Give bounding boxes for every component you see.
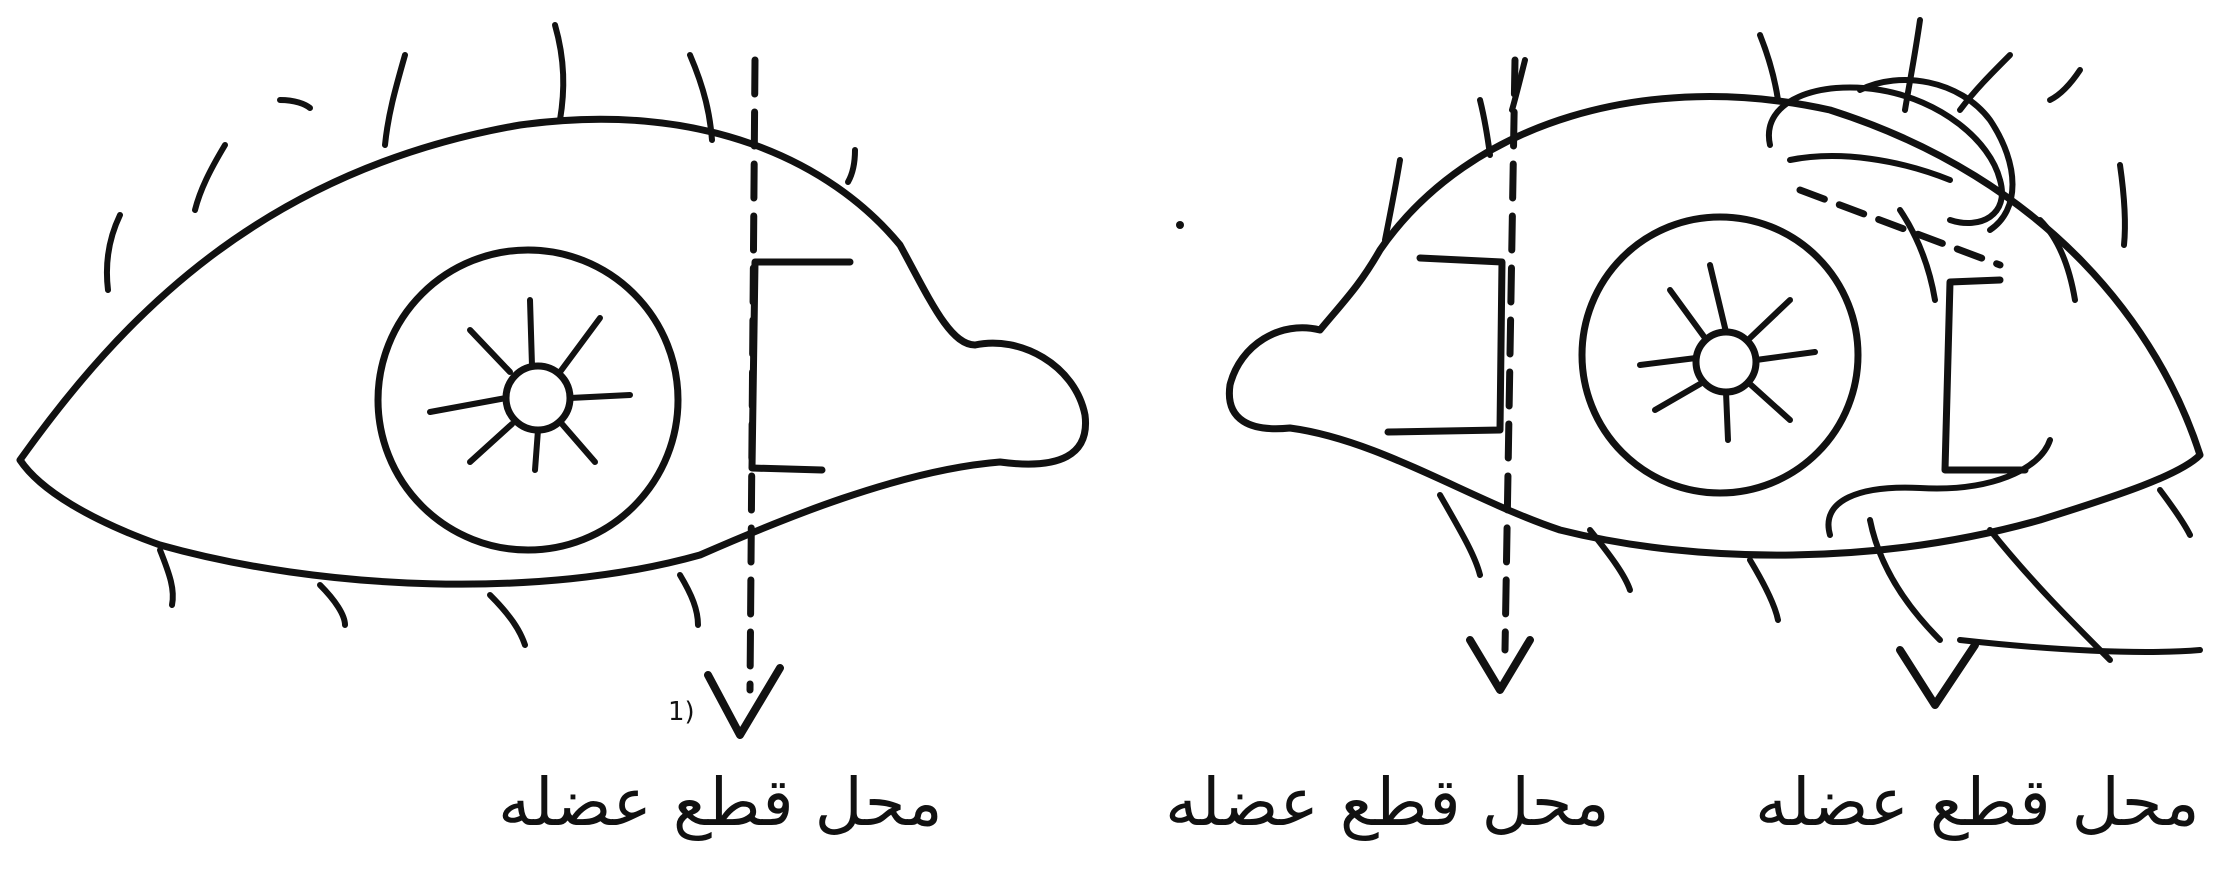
left-eye: 1)	[20, 25, 1086, 735]
label-middle: محل قطع عضله	[1165, 770, 1610, 836]
right-dashed-diagonal	[1800, 190, 2000, 265]
left-arrow-mark: 1)	[668, 697, 695, 727]
right-arrow-head-middle	[1470, 640, 1530, 690]
label-right: محل قطع عضله	[1755, 770, 2200, 836]
right-iris	[1582, 217, 1858, 493]
right-cut-line	[1505, 60, 1515, 650]
right-muscle-loops	[1769, 80, 2075, 300]
right-top-lashes	[1385, 20, 2125, 245]
left-cut-line	[750, 60, 755, 690]
right-pupil	[1696, 332, 1756, 392]
right-iris-rays	[1640, 265, 1815, 440]
right-muscle-bracket-right	[1945, 280, 2025, 470]
left-iris	[378, 250, 678, 550]
right-arrow-head-right	[1900, 645, 1975, 705]
left-iris-rays	[430, 300, 630, 470]
right-muscle-bracket-left	[1388, 258, 1502, 432]
left-arrow-head	[708, 668, 780, 735]
right-eye-outline	[1229, 97, 2200, 556]
left-muscle-bracket	[752, 262, 850, 470]
label-left: محل قطع عضله	[498, 770, 943, 836]
left-eye-outline	[20, 119, 1086, 584]
right-eye	[1176, 20, 2200, 705]
left-pupil	[506, 366, 570, 430]
right-stray-dot	[1176, 221, 1184, 229]
